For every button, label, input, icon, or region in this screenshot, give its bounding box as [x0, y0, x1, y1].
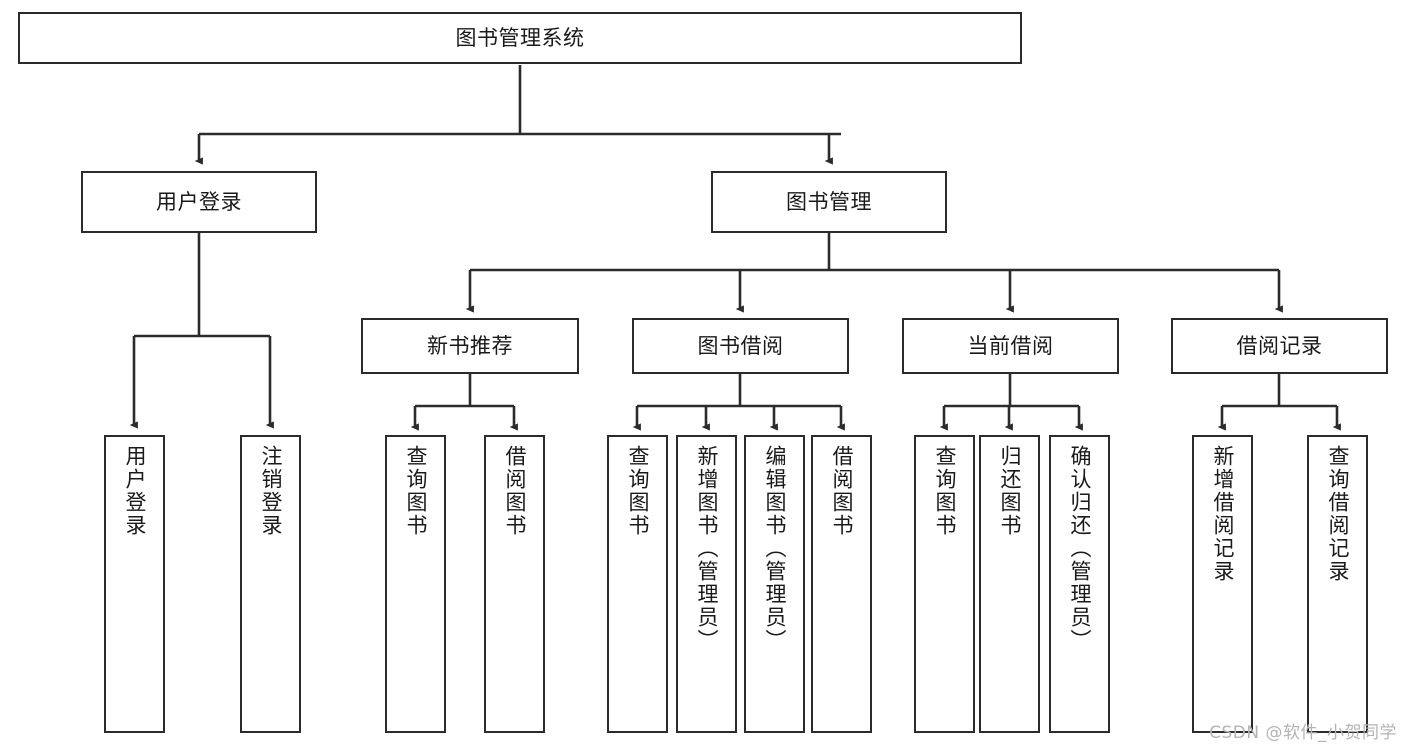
- node-leaf-borrow-book-1[interactable]: 借阅图书: [484, 435, 545, 733]
- node-book-borrow-label: 图书借阅: [697, 333, 784, 358]
- node-user-login[interactable]: 用户登录: [81, 171, 317, 233]
- node-book-manage[interactable]: 图书管理: [711, 171, 947, 233]
- node-leaf-add-record[interactable]: 新增借阅记录: [1192, 435, 1253, 733]
- node-new-book-recommend-label: 新书推荐: [427, 333, 513, 358]
- node-leaf-query-book-2-label: 查询图书: [626, 445, 650, 537]
- node-leaf-query-book-2[interactable]: 查询图书: [607, 435, 668, 733]
- node-leaf-query-book-1[interactable]: 查询图书: [385, 435, 446, 733]
- node-leaf-query-record-label: 查询借阅记录: [1326, 445, 1350, 583]
- node-new-book-recommend[interactable]: 新书推荐: [361, 318, 579, 374]
- node-leaf-user-login[interactable]: 用户登录: [104, 435, 165, 733]
- node-current-borrow[interactable]: 当前借阅: [902, 318, 1119, 374]
- node-leaf-logout-login-label: 注销登录: [259, 445, 283, 537]
- node-leaf-confirm-return[interactable]: 确认归还（管理员）: [1049, 435, 1110, 733]
- node-leaf-query-record[interactable]: 查询借阅记录: [1307, 435, 1368, 733]
- node-leaf-return-book-label: 归还图书: [998, 445, 1022, 537]
- node-book-borrow[interactable]: 图书借阅: [632, 318, 849, 374]
- node-book-manage-label: 图书管理: [786, 189, 872, 214]
- node-leaf-edit-book-label: 编辑图书（管理员）: [763, 445, 787, 652]
- node-leaf-borrow-book-1-label: 借阅图书: [503, 445, 527, 537]
- node-user-login-label: 用户登录: [156, 189, 242, 214]
- node-leaf-query-book-3-label: 查询图书: [933, 445, 957, 537]
- node-current-borrow-label: 当前借阅: [967, 333, 1054, 358]
- node-borrow-record[interactable]: 借阅记录: [1171, 318, 1388, 374]
- node-leaf-edit-book[interactable]: 编辑图书（管理员）: [744, 435, 805, 733]
- node-leaf-add-book[interactable]: 新增图书（管理员）: [676, 435, 737, 733]
- node-leaf-add-book-label: 新增图书（管理员）: [695, 445, 719, 652]
- node-leaf-confirm-return-label: 确认归还（管理员）: [1068, 445, 1092, 652]
- node-root[interactable]: 图书管理系统: [18, 12, 1022, 64]
- node-leaf-logout-login[interactable]: 注销登录: [240, 435, 301, 733]
- node-leaf-query-book-3[interactable]: 查询图书: [914, 435, 975, 733]
- node-leaf-user-login-label: 用户登录: [123, 445, 147, 537]
- node-leaf-borrow-book-2[interactable]: 借阅图书: [811, 435, 872, 733]
- node-borrow-record-label: 借阅记录: [1236, 333, 1323, 358]
- node-leaf-borrow-book-2-label: 借阅图书: [830, 445, 854, 537]
- node-leaf-query-book-1-label: 查询图书: [404, 445, 428, 537]
- node-leaf-add-record-label: 新增借阅记录: [1211, 445, 1235, 583]
- node-root-label: 图书管理系统: [455, 25, 585, 50]
- node-leaf-return-book[interactable]: 归还图书: [979, 435, 1040, 733]
